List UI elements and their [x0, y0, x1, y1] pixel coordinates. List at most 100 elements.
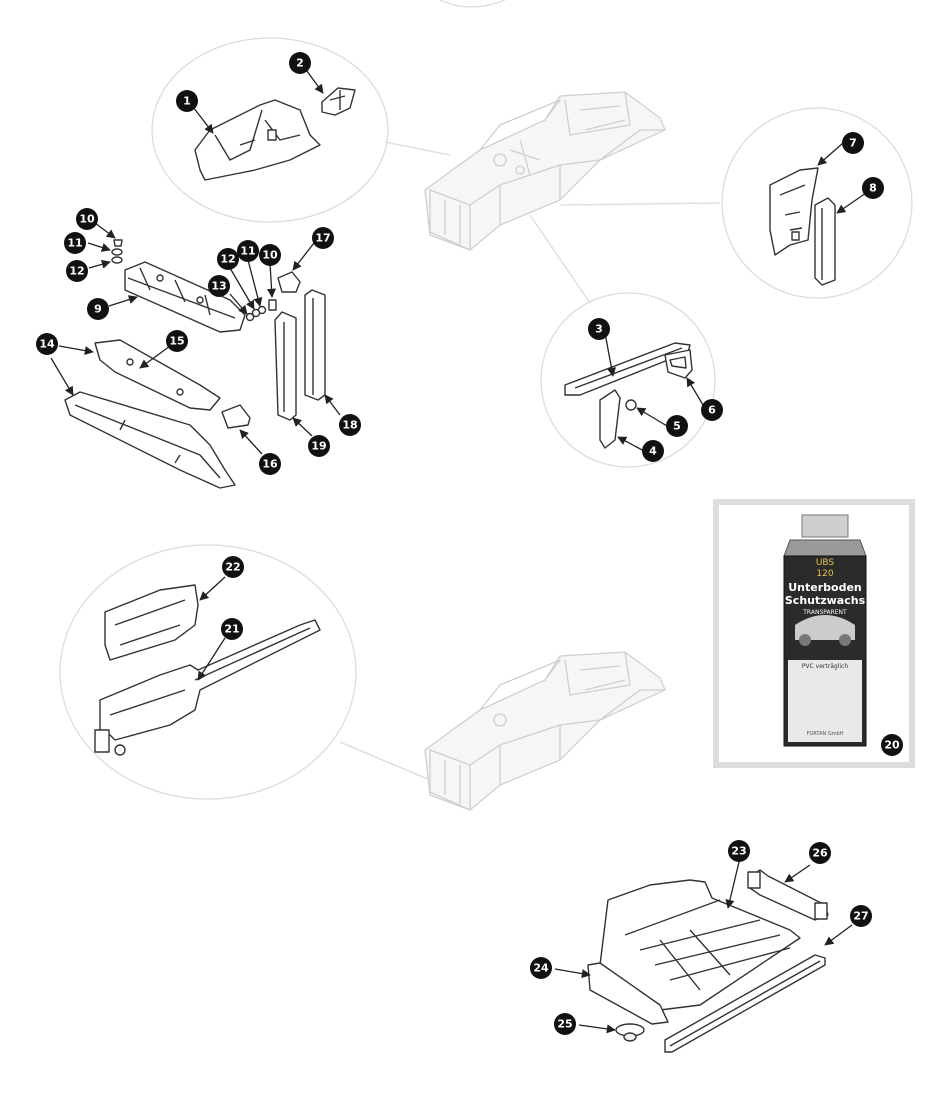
svg-text:7: 7: [849, 137, 857, 150]
can-title-line1: Unterboden: [788, 581, 862, 594]
chassis-frame-upper: [424, 91, 666, 251]
part-2-bracket: [321, 87, 356, 116]
svg-text:15: 15: [169, 335, 184, 348]
callout-2: 2: [289, 52, 311, 74]
svg-text:3: 3: [595, 323, 603, 336]
svg-text:11: 11: [67, 237, 82, 250]
product-can-undercoating: [783, 514, 867, 747]
svg-text:9: 9: [94, 303, 102, 316]
callout-5: 5: [666, 415, 688, 437]
svg-text:20: 20: [884, 739, 900, 752]
callout-12a: 12: [66, 260, 88, 282]
can-footer: FORTAN GmbH: [806, 731, 843, 737]
callout-26: 26: [809, 842, 831, 864]
part-10-bolt: [113, 239, 277, 311]
part-5-washer: [625, 399, 637, 411]
callout-12b: 12: [217, 248, 239, 270]
part-7-side-panel: [769, 167, 819, 256]
svg-text:21: 21: [224, 623, 239, 636]
svg-text:8: 8: [869, 182, 877, 195]
part-8-strip: [814, 197, 836, 286]
part-15-cross-panel: [94, 339, 221, 411]
svg-text:26: 26: [812, 847, 828, 860]
part-18-channel: [304, 289, 326, 401]
callout-20: 20: [881, 734, 903, 756]
top-arc: [439, 0, 506, 8]
callout-25: 25: [554, 1013, 576, 1035]
part-4-bracket: [599, 389, 621, 449]
callout-1: 1: [176, 90, 198, 112]
part-17-clip: [277, 271, 301, 293]
can-subtitle: TRANSPARENT: [802, 609, 847, 616]
part-19-channel: [274, 311, 297, 421]
svg-text:13: 13: [211, 280, 226, 293]
part-22-inner-sill: [104, 584, 199, 661]
can-badge: PVC verträglich: [802, 663, 848, 670]
zoom-line-1: [384, 141, 451, 156]
svg-text:27: 27: [853, 910, 868, 923]
part-26-support: [747, 869, 829, 921]
part-14-lower-cross-member: [64, 391, 236, 489]
svg-text:22: 22: [225, 561, 240, 574]
part-1-front-inner-panel: [194, 99, 321, 181]
callout-24: 24: [530, 957, 552, 979]
svg-text:24: 24: [533, 962, 549, 975]
zoom-line-7: [559, 202, 721, 206]
callout-18: 18: [339, 414, 361, 436]
svg-text:16: 16: [262, 458, 278, 471]
svg-text:11: 11: [240, 245, 255, 258]
svg-text:1: 1: [183, 95, 191, 108]
svg-text:4: 4: [649, 445, 657, 458]
callout-19: 19: [308, 435, 330, 457]
detail-circle-3-6: [540, 292, 716, 468]
svg-text:25: 25: [557, 1018, 572, 1031]
callout-15: 15: [166, 330, 188, 352]
part-24-end-panel: [587, 962, 669, 1025]
svg-text:19: 19: [311, 440, 326, 453]
svg-text:5: 5: [673, 420, 681, 433]
callout-3: 3: [588, 318, 610, 340]
callout-23: 23: [728, 840, 750, 862]
svg-text:14: 14: [39, 338, 55, 351]
can-number: 120: [816, 569, 833, 579]
callout-13: 13: [208, 275, 230, 297]
svg-text:10: 10: [79, 213, 95, 226]
callout-11b: 11: [237, 240, 259, 262]
detail-circle-1-2: [151, 37, 389, 223]
part-11-washer: [111, 248, 267, 315]
zoom-line-21: [339, 741, 431, 781]
part-9-cross-member: [124, 261, 246, 333]
part-27-sill-strip: [664, 954, 826, 1053]
callout-10a: 10: [76, 208, 98, 230]
can-code: UBS: [816, 558, 835, 568]
svg-text:10: 10: [262, 249, 278, 262]
callout-22: 22: [222, 556, 244, 578]
callout-10b: 10: [259, 244, 281, 266]
can-title-line2: Schutzwachs: [785, 594, 866, 607]
part-12-washer: [111, 256, 261, 318]
svg-text:17: 17: [315, 232, 330, 245]
svg-text:23: 23: [731, 845, 746, 858]
callout-14: 14: [36, 333, 58, 355]
leader-lines: [50, 66, 867, 1034]
chassis-frame-lower: [424, 651, 666, 811]
svg-text:18: 18: [342, 419, 357, 432]
callout-11a: 11: [64, 232, 86, 254]
callout-27: 27: [850, 905, 872, 927]
callout-8: 8: [862, 177, 884, 199]
part-16-bracket: [221, 404, 251, 429]
detail-circle-7-8: [721, 107, 913, 299]
svg-text:6: 6: [708, 404, 716, 417]
callout-16: 16: [259, 453, 281, 475]
part-13-nut: [245, 312, 255, 322]
svg-text:2: 2: [296, 57, 304, 70]
svg-text:12: 12: [69, 265, 84, 278]
svg-text:12: 12: [220, 253, 235, 266]
zoom-line-3: [529, 214, 591, 304]
callout-4: 4: [642, 440, 664, 462]
detail-circle-21-22: [59, 544, 357, 800]
callout-17: 17: [312, 227, 334, 249]
part-6-gusset: [664, 349, 693, 379]
callout-9: 9: [87, 298, 109, 320]
